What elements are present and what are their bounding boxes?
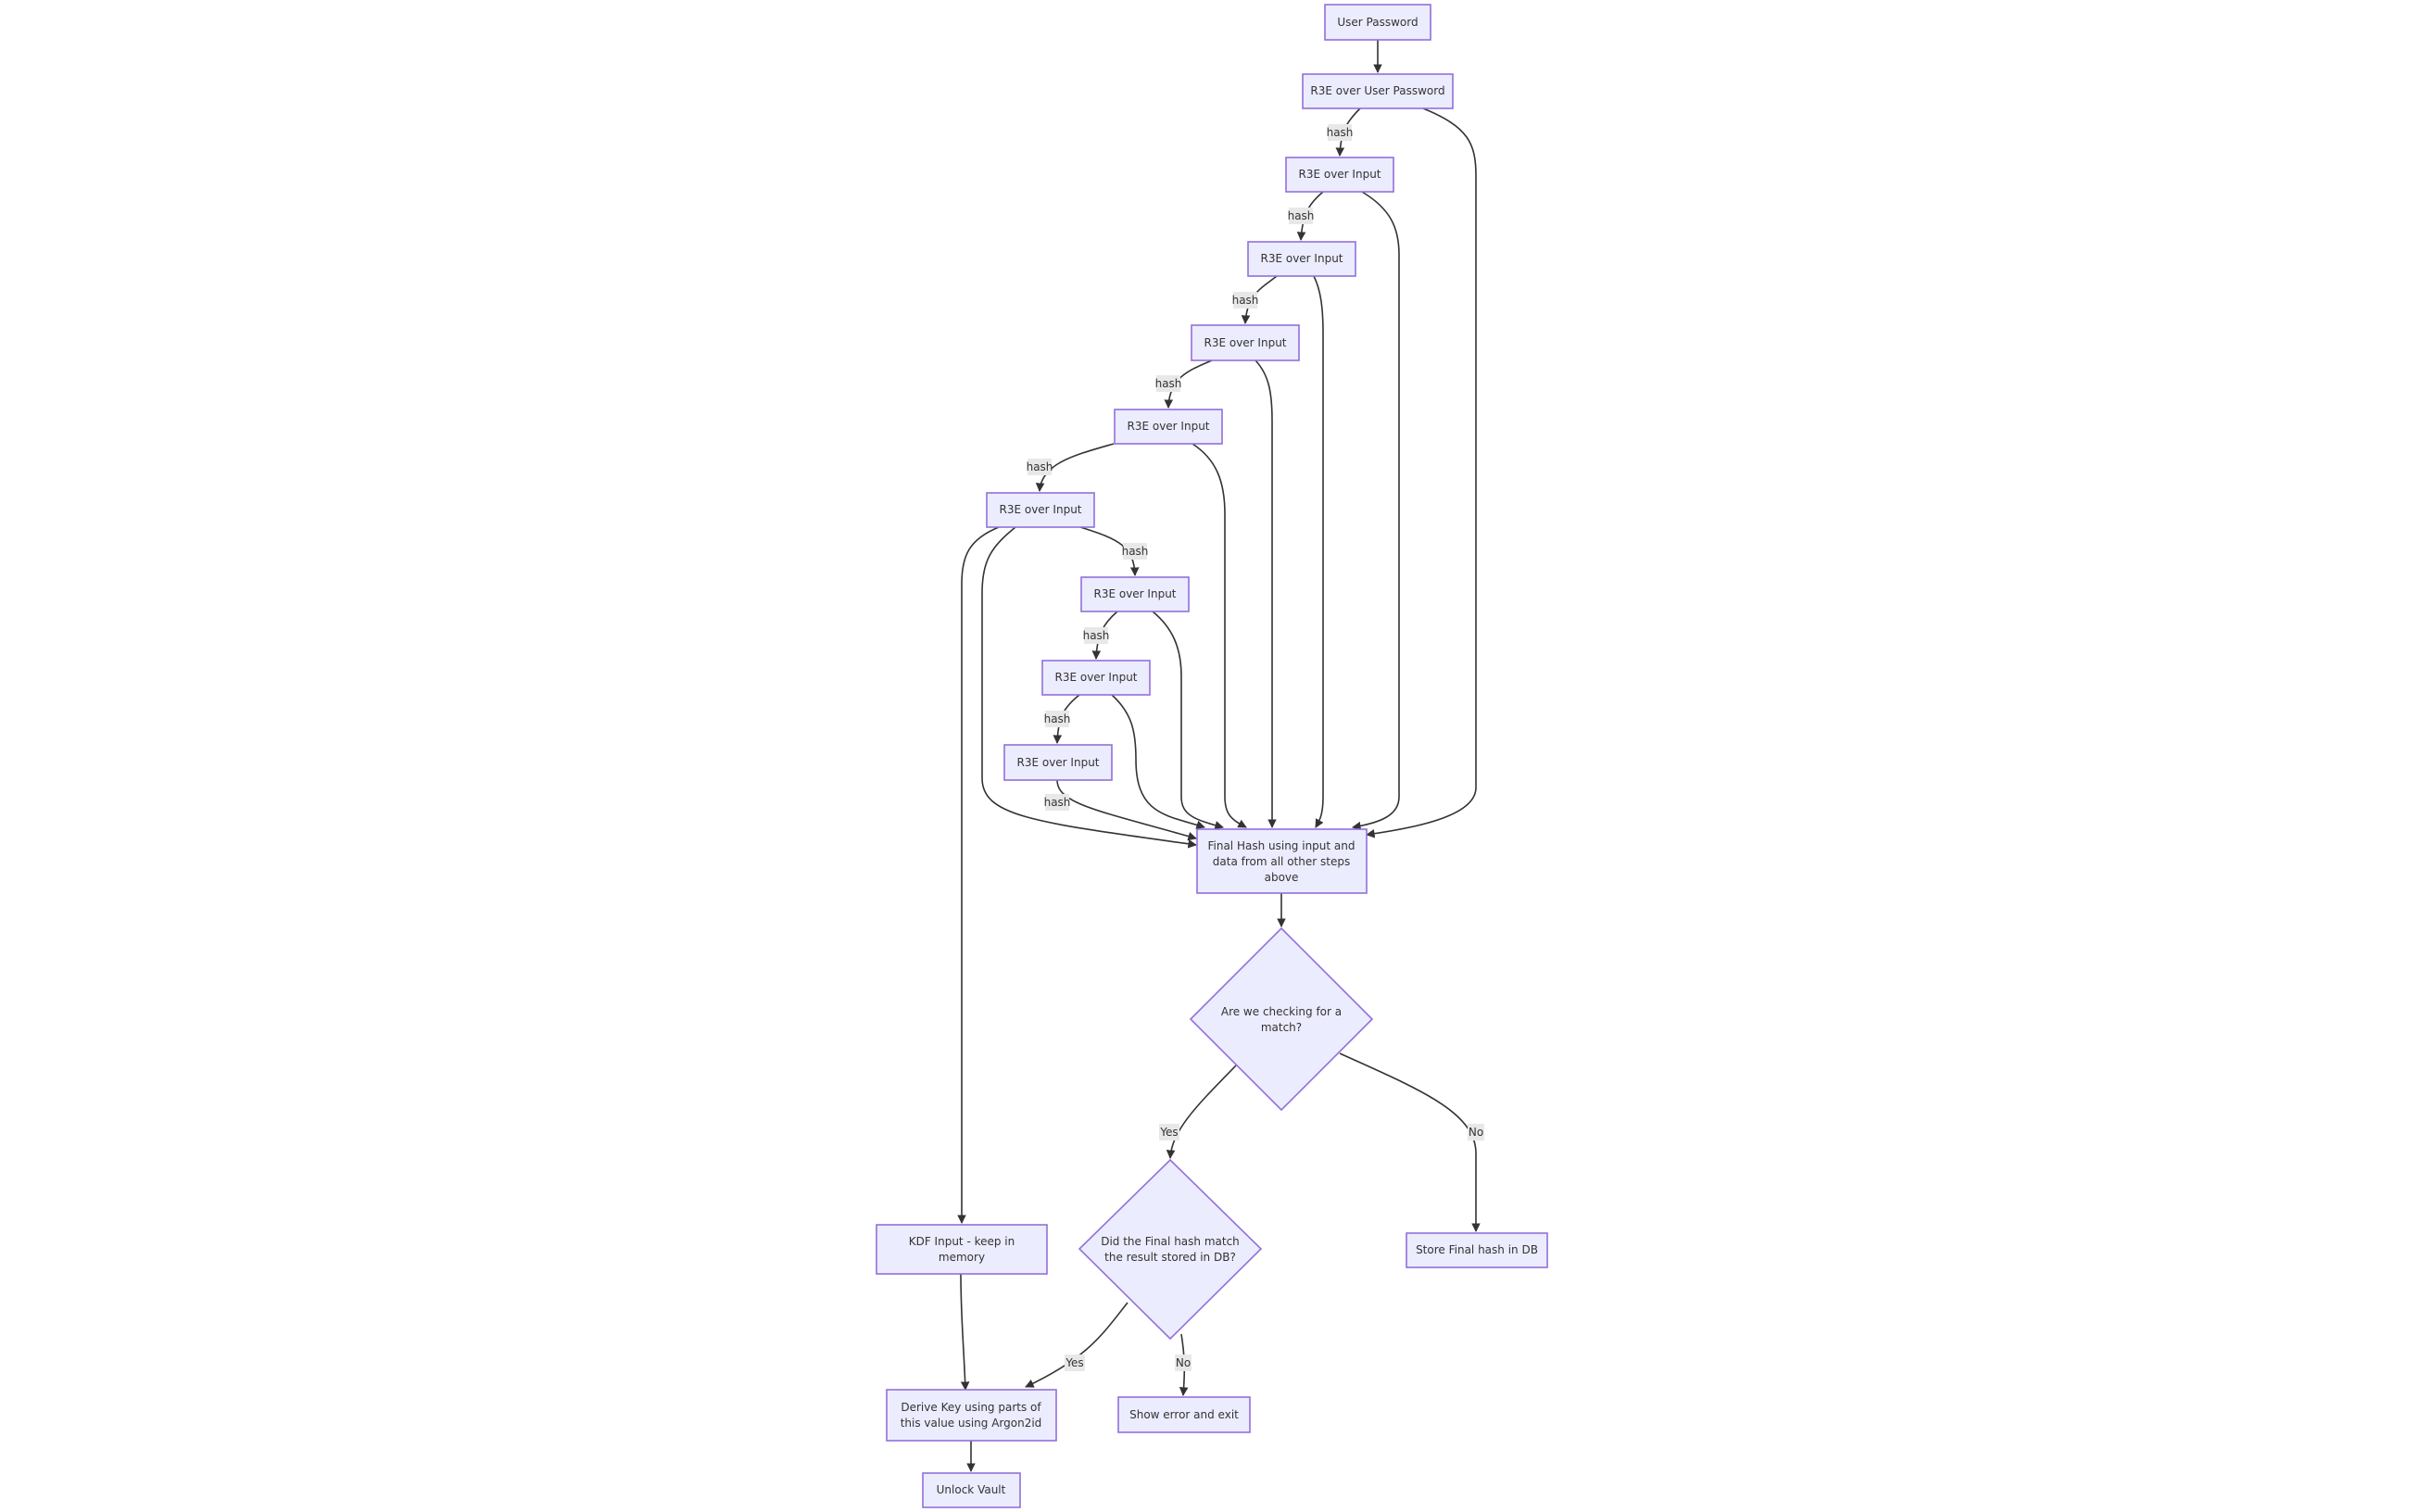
edge-label-text: hash bbox=[1155, 377, 1182, 390]
kdf-input-node: KDF Input - keep in memory bbox=[876, 1224, 1048, 1275]
edge-label-yes: Yes bbox=[1159, 1124, 1179, 1140]
edge-r3e-5-to-final bbox=[981, 526, 1197, 849]
edge-label-text: hash bbox=[1122, 545, 1149, 558]
node-label-line-2: the result stored in DB? bbox=[1104, 1251, 1236, 1264]
node-label: R3E over User Password bbox=[1310, 84, 1444, 97]
edge-label-hash: hash bbox=[1083, 627, 1110, 644]
node-label: R3E over Input bbox=[1054, 671, 1137, 684]
edge-label-text: hash bbox=[1327, 126, 1354, 139]
edge-r3e-5-to-kdf bbox=[957, 526, 1000, 1224]
node-label: R3E over Input bbox=[999, 503, 1081, 516]
r3e-input-node-5: R3E over Input bbox=[986, 492, 1095, 528]
edge-label-text: No bbox=[1176, 1356, 1191, 1369]
edge-label-hash: hash bbox=[1232, 292, 1259, 309]
node-label: R3E over Input bbox=[1260, 252, 1343, 265]
node-label-line-2: memory bbox=[939, 1251, 985, 1264]
node-label-line-1: Derive Key using parts of bbox=[901, 1401, 1041, 1414]
node-label-line-2: this value using Argon2id bbox=[901, 1417, 1042, 1430]
node-label-line-3: above bbox=[1265, 871, 1299, 884]
edge-r3e-4-to-r3e-5 bbox=[1035, 443, 1115, 492]
node-label-line-1: Did the Final hash match bbox=[1101, 1235, 1240, 1248]
edge-label-text: hash bbox=[1232, 294, 1259, 307]
edge-check-no bbox=[1339, 1052, 1481, 1232]
edge-r3e-7-to-final bbox=[1111, 694, 1205, 829]
edge-label-hash: hash bbox=[1122, 543, 1149, 560]
edge-label-text: Yes bbox=[1065, 1356, 1083, 1369]
edge-label-text: hash bbox=[1044, 712, 1071, 725]
edge-label-hash: hash bbox=[1027, 459, 1053, 475]
edge-label-hash: hash bbox=[1327, 124, 1354, 141]
node-label: R3E over Input bbox=[1127, 420, 1209, 433]
show-error-node: Show error and exit bbox=[1117, 1396, 1251, 1433]
node-label: Show error and exit bbox=[1129, 1408, 1239, 1421]
edge-r3e-2-to-final bbox=[1313, 275, 1324, 828]
edge-r3e-3-to-final bbox=[1255, 359, 1277, 828]
node-label: R3E over Input bbox=[1016, 756, 1099, 769]
final-hash-node: Final Hash using input and data from all… bbox=[1196, 828, 1368, 894]
derive-key-node: Derive Key using parts of this value usi… bbox=[886, 1389, 1057, 1442]
r3e-input-node-3: R3E over Input bbox=[1191, 324, 1300, 361]
edge-label-hash: hash bbox=[1288, 208, 1315, 224]
edge-kdf-to-derive bbox=[960, 1273, 970, 1391]
node-label: User Password bbox=[1337, 16, 1418, 29]
edge-label-hash: hash bbox=[1155, 375, 1182, 392]
r3e-input-node-2: R3E over Input bbox=[1247, 241, 1356, 277]
edge-label-hash: hash bbox=[1044, 794, 1071, 811]
edge-r3e-user-to-final bbox=[1366, 107, 1477, 838]
edge-label-text: Yes bbox=[1159, 1126, 1178, 1139]
node-label-line-1: Final Hash using input and bbox=[1207, 839, 1355, 852]
node-label-line-1: KDF Input - keep in bbox=[909, 1235, 1015, 1248]
edge-match-yes bbox=[1025, 1302, 1129, 1388]
r3e-input-node-4: R3E over Input bbox=[1114, 409, 1223, 445]
edge-label-text: hash bbox=[1083, 629, 1110, 642]
store-hash-node: Store Final hash in DB bbox=[1406, 1232, 1548, 1268]
edge-label-yes: Yes bbox=[1065, 1354, 1085, 1371]
edge-r3e-1-to-final bbox=[1352, 191, 1400, 831]
node-label-line-2: match? bbox=[1261, 1021, 1302, 1034]
r3e-input-node-6: R3E over Input bbox=[1080, 576, 1190, 612]
r3e-user-password-node: R3E over User Password bbox=[1302, 73, 1454, 109]
edge-r3e-3-to-r3e-4 bbox=[1164, 359, 1213, 409]
edge-r3e-8-to-final bbox=[1056, 779, 1197, 841]
node-label: Store Final hash in DB bbox=[1416, 1243, 1538, 1256]
user-password-node: User Password bbox=[1324, 4, 1431, 41]
edge-label-text: hash bbox=[1044, 796, 1071, 809]
hash-match-decision: Did the Final hash match the result stor… bbox=[1078, 1158, 1263, 1341]
edge-label-text: hash bbox=[1288, 209, 1315, 222]
edge-labels: hash hash hash hash hash hash hash hash bbox=[1027, 124, 1484, 1371]
node-label: R3E over Input bbox=[1093, 587, 1176, 600]
node-label: Unlock Vault bbox=[937, 1483, 1006, 1496]
edge-r3e-4-to-final bbox=[1192, 443, 1247, 828]
edge-check-yes bbox=[1166, 1065, 1237, 1159]
edge-r3e-6-to-final bbox=[1152, 611, 1224, 830]
node-label: R3E over Input bbox=[1298, 168, 1381, 181]
node-label-line-1: Are we checking for a bbox=[1221, 1005, 1342, 1018]
edges bbox=[957, 40, 1481, 1472]
node-label: R3E over Input bbox=[1204, 336, 1286, 349]
r3e-input-node-7: R3E over Input bbox=[1041, 660, 1151, 696]
r3e-input-node-1: R3E over Input bbox=[1285, 157, 1394, 193]
edge-label-no: No bbox=[1175, 1354, 1192, 1371]
nodes: User Password R3E over User Password R3E… bbox=[876, 4, 1548, 1508]
edge-label-text: hash bbox=[1027, 460, 1053, 473]
edge-r3e-5-to-r3e-6 bbox=[1079, 526, 1140, 576]
edge-label-hash: hash bbox=[1044, 711, 1071, 727]
r3e-input-node-8: R3E over Input bbox=[1003, 744, 1113, 781]
edge-label-text: No bbox=[1469, 1126, 1483, 1139]
node-label-line-2: data from all other steps bbox=[1213, 855, 1350, 868]
edge-label-no: No bbox=[1468, 1124, 1484, 1140]
checking-match-decision: Are we checking for a match? bbox=[1189, 926, 1374, 1112]
unlock-vault-node: Unlock Vault bbox=[922, 1472, 1021, 1508]
